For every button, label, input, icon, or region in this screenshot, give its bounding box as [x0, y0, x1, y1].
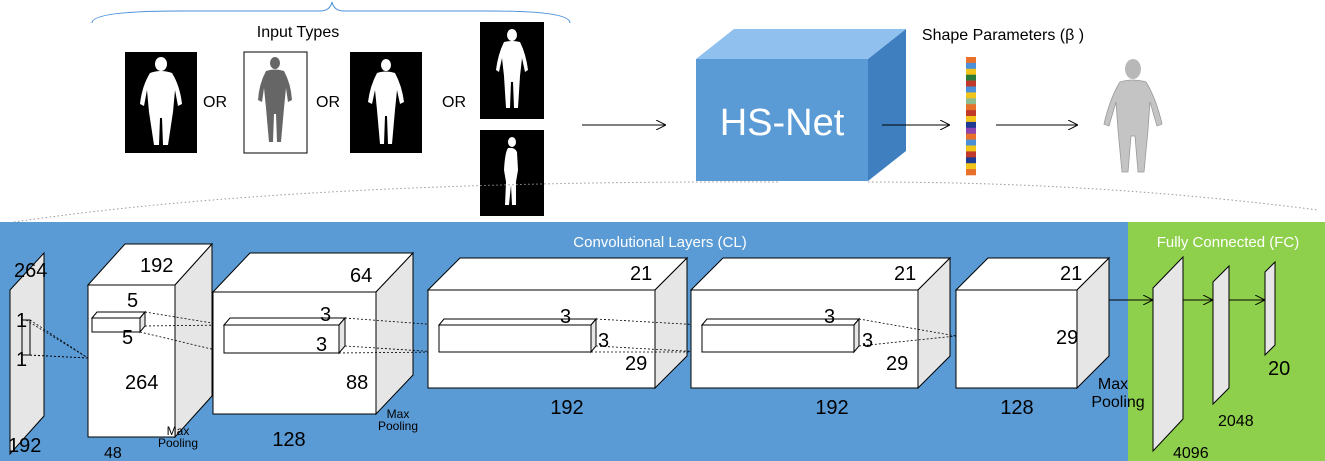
- conv2-kernel-b: 3: [316, 334, 327, 356]
- shape-parameter-cell: [966, 157, 976, 164]
- input-types-label: Input Types: [257, 24, 339, 41]
- input-brace: [91, 1, 571, 24]
- input-kernel-b: 1: [16, 349, 27, 371]
- shape-parameters-vector: [966, 57, 976, 176]
- shape-parameter-cell: [966, 145, 976, 152]
- conv1-pool-line1: Max: [167, 424, 190, 438]
- conv5-pool-line1: Max: [1098, 376, 1128, 393]
- conv3-conv4-projection: [591, 318, 703, 353]
- shape-parameters-label: Shape Parameters (β ): [922, 27, 1084, 44]
- conv2-conv3-projection: [338, 317, 440, 354]
- shape-parameter-cell: [966, 127, 976, 134]
- hs-net-block: HS-Net: [696, 29, 906, 181]
- conv3-height-label: 29: [625, 353, 647, 375]
- input-silhouette-front-2: [350, 52, 422, 153]
- conv4-height-label: 29: [886, 353, 908, 375]
- conv2-width-label: 128: [272, 429, 305, 451]
- input-width-label: 192: [8, 435, 41, 457]
- conv1-height-label: 264: [125, 372, 158, 394]
- shape-parameter-cell: [966, 74, 976, 81]
- shape-parameter-cell: [966, 169, 976, 176]
- zoom-dotted-right: [867, 181, 1319, 211]
- shape-parameter-cell: [966, 151, 976, 158]
- conv1-conv2-projection: [139, 311, 225, 353]
- shape-parameter-cell: [966, 80, 976, 87]
- shape-parameter-cell: [966, 57, 976, 64]
- top-pipeline: Input Types OR OR OR: [13, 1, 1319, 223]
- conv5-pool-line2: Pooling: [1091, 394, 1144, 411]
- conv2-pool-line2: Pooling: [378, 419, 418, 433]
- conv1-kernel-b: 5: [122, 327, 133, 349]
- conv1-width-label: 48: [104, 445, 122, 461]
- input-layer: 264 192 1 1: [8, 251, 47, 457]
- input-silhouette-front: [125, 52, 197, 153]
- conv2-height-label: 88: [346, 372, 368, 394]
- conv-section-label: Convolutional Layers (CL): [573, 234, 746, 251]
- conv3-depth-label: 21: [630, 263, 652, 285]
- shape-parameter-cell: [966, 68, 976, 75]
- shape-parameter-cell: [966, 121, 976, 129]
- shape-parameter-cell: [966, 86, 976, 93]
- conv4-conv5-projection: [858, 318, 957, 347]
- shape-parameter-cell: [966, 133, 976, 140]
- conv2-depth-label: 64: [350, 265, 372, 287]
- input-conv1-projection: [25, 319, 89, 359]
- conv1-pool-line2: Pooling: [158, 436, 198, 450]
- input-body-scan: [243, 51, 308, 154]
- shape-parameter-cell: [966, 104, 976, 111]
- fc2-label: 2048: [1218, 413, 1254, 430]
- conv2-kernel-a: 3: [320, 304, 331, 326]
- conv5-depth-label: 21: [1060, 263, 1082, 285]
- shape-parameter-cell: [966, 163, 976, 170]
- fc3-label: 20: [1268, 358, 1290, 380]
- fc2-layer: 2048: [1212, 264, 1254, 430]
- shape-parameter-cell: [966, 62, 976, 70]
- architecture-detail: Convolutional Layers (CL) Fully Connecte…: [0, 222, 1325, 461]
- zoom-dotted-left: [13, 181, 781, 223]
- conv3-kernel-a: 3: [560, 306, 571, 328]
- conv4-width-label: 192: [815, 397, 848, 419]
- conv4-block: 21 3 3 29 192: [689, 256, 952, 419]
- conv4-kernel-b: 3: [862, 330, 873, 352]
- conv1-depth-label: 192: [140, 255, 173, 277]
- output-body-model: [1103, 59, 1163, 173]
- conv3-block: 21 3 3 29 192: [426, 256, 689, 419]
- conv5-height-label: 29: [1056, 327, 1078, 349]
- fc1-label: 4096: [1173, 445, 1209, 461]
- conv4-depth-label: 21: [894, 263, 916, 285]
- hs-net-label: HS-Net: [720, 102, 845, 144]
- shape-parameter-cell: [966, 116, 976, 123]
- input-height-label: 264: [14, 260, 47, 282]
- or-label-3: OR: [442, 94, 466, 111]
- shape-parameter-cell: [966, 110, 976, 117]
- fc-section-label: Fully Connected (FC): [1157, 234, 1300, 251]
- conv5-width-label: 128: [1000, 397, 1033, 419]
- input-silhouette-front-3: [480, 22, 544, 119]
- conv4-kernel-a: 3: [824, 306, 835, 328]
- fc1-layer: 4096: [1152, 255, 1209, 461]
- input-kernel-a: 1: [16, 310, 27, 332]
- conv2-pool-line1: Max: [387, 407, 410, 421]
- conv3-kernel-b: 3: [598, 330, 609, 352]
- fc3-layer: 20: [1264, 260, 1290, 380]
- or-label-1: OR: [203, 94, 227, 111]
- or-label-2: OR: [316, 94, 340, 111]
- input-silhouette-side: [480, 130, 544, 216]
- conv1-kernel-a: 5: [127, 290, 138, 312]
- shape-parameter-cell: [966, 139, 976, 146]
- shape-parameter-cell: [966, 92, 976, 99]
- conv3-width-label: 192: [550, 397, 583, 419]
- shape-parameter-cell: [966, 98, 976, 105]
